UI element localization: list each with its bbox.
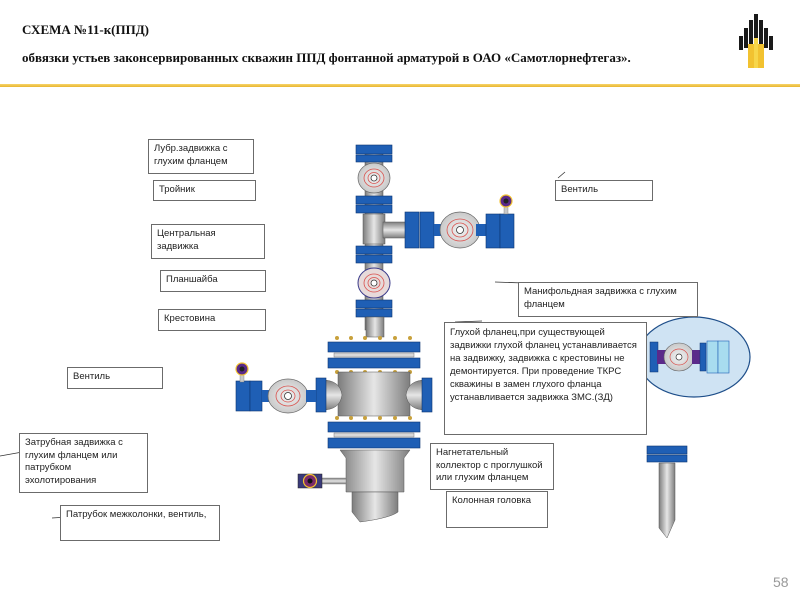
manifold-branch [404, 194, 515, 249]
label-planshaiba: Планшайба [160, 270, 266, 292]
central-valve [357, 267, 391, 299]
label-manifold-valve: Манифольдная задвижка с глухим фланцем [518, 282, 698, 317]
blind-flange-callout [637, 316, 751, 398]
annulus-valve-branch [235, 362, 316, 414]
label-valve-right: Вентиль [555, 180, 653, 201]
slide-title: СХЕМА №11-к(ППД) [22, 22, 150, 37]
label-lubricator-valve: Лубр.задвижка с глухим фланцем [148, 139, 254, 174]
label-valve-left: Вентиль [67, 367, 163, 389]
label-intercolumn-pipe: Патрубок межколонки, вентиль, [60, 505, 220, 541]
page-number: 58 [773, 574, 789, 590]
label-crosspiece: Крестовина [158, 309, 266, 331]
label-central-valve: Центральная задвижка [151, 224, 265, 259]
crosspiece-body [315, 316, 433, 523]
slide-subtitle: обвязки устьев законсервированных скважи… [22, 50, 631, 65]
vertical-string [355, 144, 410, 331]
injection-collector [646, 445, 688, 539]
label-annulus-valve: Затрубная задвижка с глухим фланцем или … [19, 433, 148, 493]
lubricator-flange [355, 144, 393, 163]
rosneft-logo-icon [739, 14, 773, 68]
lubricator-valve [357, 162, 391, 194]
label-injection-collector: Нагнетательный коллектор с проглушкой ил… [430, 443, 554, 490]
label-blind-flange-note: Глухой фланец,при существующей задвижки … [444, 322, 647, 435]
label-column-head: Колонная головка [446, 491, 548, 528]
intercolumn-valve [297, 473, 347, 489]
header-divider [0, 84, 800, 87]
label-tee: Тройник [153, 180, 256, 201]
